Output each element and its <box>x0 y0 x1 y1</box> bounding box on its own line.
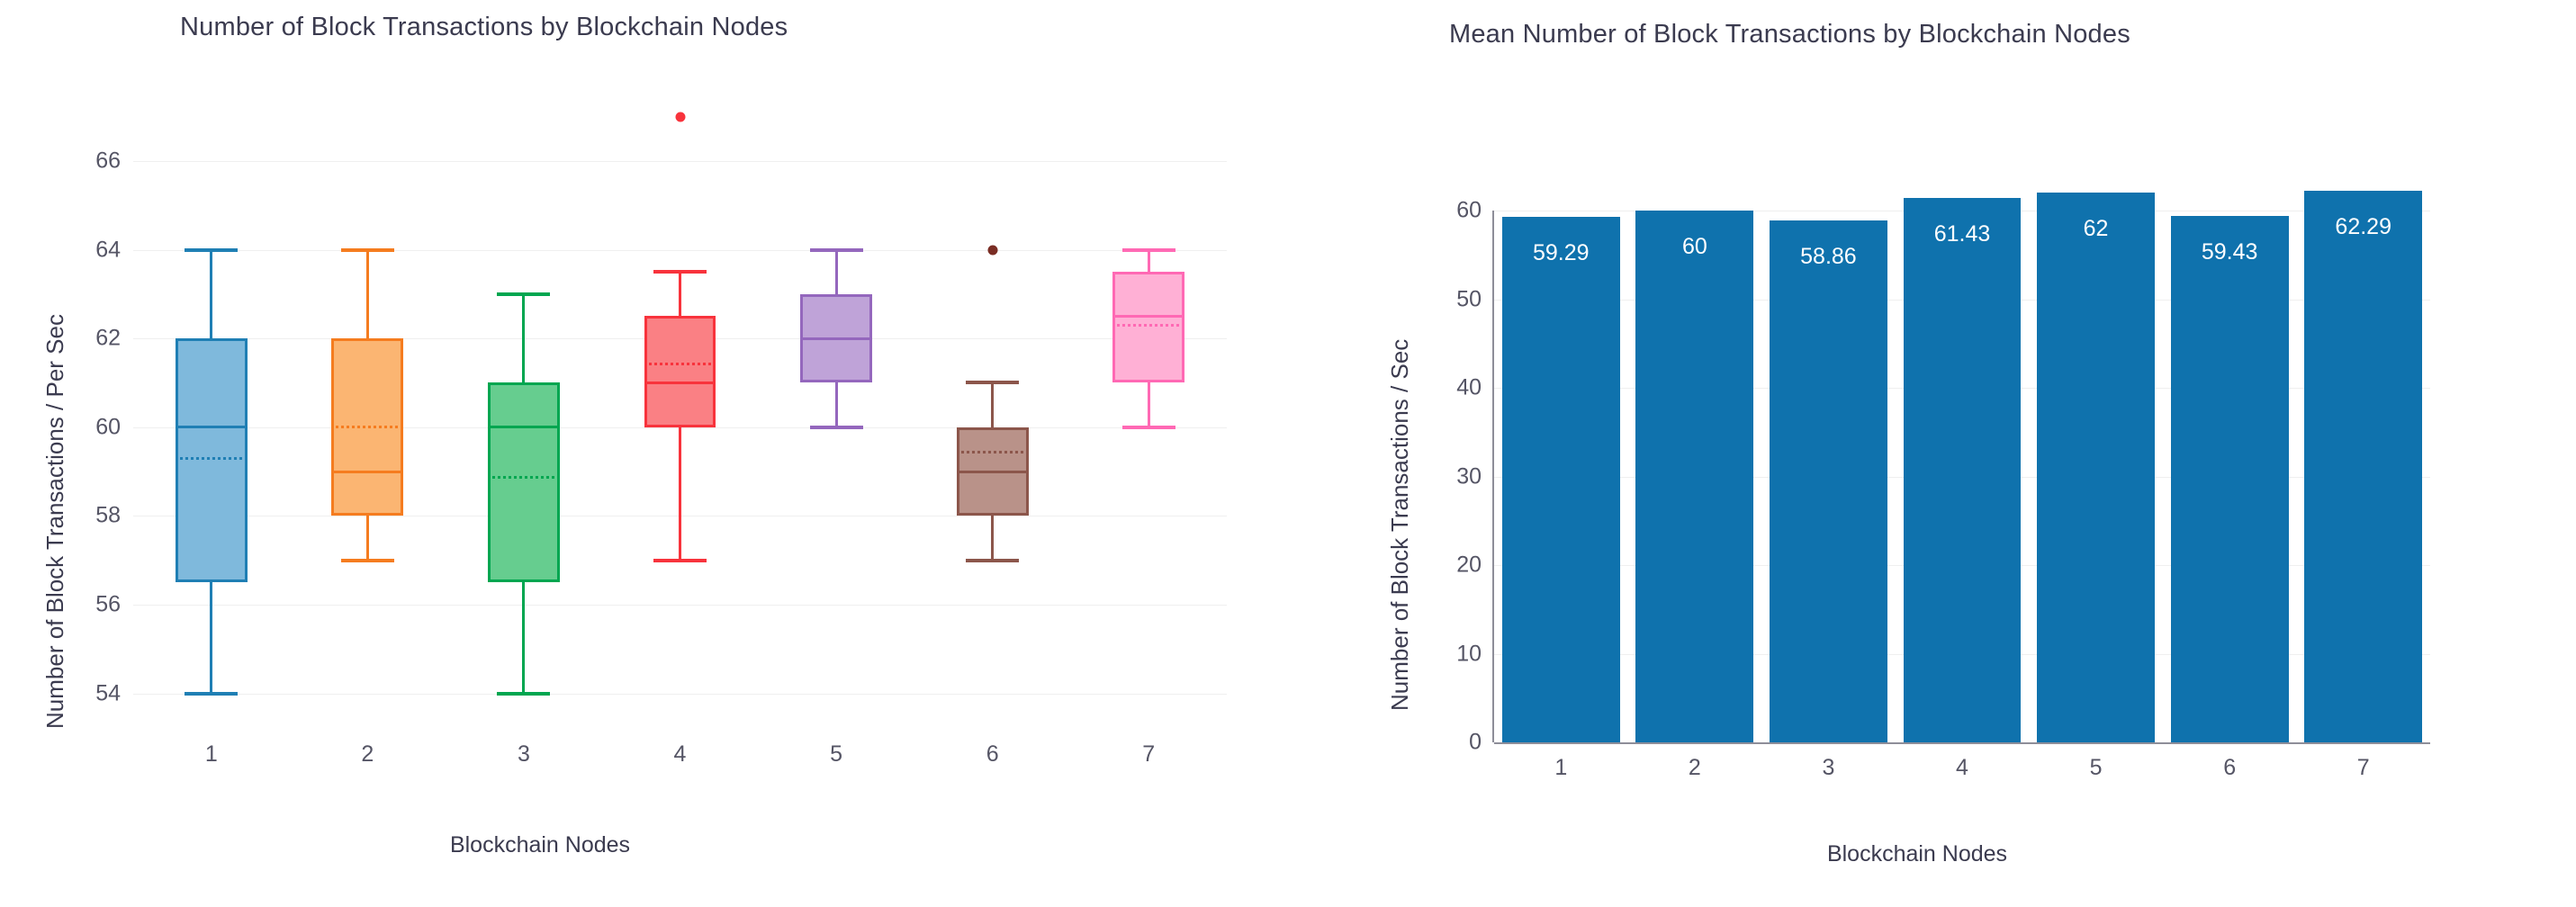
box-mean-line <box>644 362 716 365</box>
x-axis-tick-label: 7 <box>2356 755 2370 780</box>
box-whisker-cap-upper <box>966 381 1020 385</box>
box-median-line <box>956 470 1029 473</box>
bar-value-label: 58.86 <box>1800 244 1857 270</box>
box-iqr-rect <box>488 382 560 583</box>
x-axis-tick-label: 1 <box>204 741 218 767</box>
gridline <box>133 160 1227 162</box>
box-median-line <box>331 470 404 473</box>
box-whisker-cap-lower <box>185 691 239 696</box>
box-whisker-cap-lower <box>340 558 394 562</box>
gridline <box>133 604 1227 606</box>
box-mean-line <box>175 457 248 461</box>
box-median-line <box>1112 314 1185 318</box>
box-whisker-cap-upper <box>340 247 394 252</box>
y-axis-line <box>1492 211 1494 742</box>
box-mean-line <box>956 451 1029 454</box>
y-axis-tick-label: 30 <box>1456 463 1482 489</box>
y-axis-tick-label: 62 <box>95 325 121 351</box>
y-axis-tick-label: 66 <box>95 148 121 174</box>
x-axis-tick-label: 4 <box>673 741 687 767</box>
x-axis-tick-label: 5 <box>2089 755 2103 780</box>
bar-value-label: 62.29 <box>2335 213 2391 239</box>
y-axis-tick-label: 60 <box>1456 197 1482 223</box>
x-axis-tick-label: 2 <box>361 741 374 767</box>
bar-value-label: 59.29 <box>1533 240 1590 266</box>
barchart-panel: Mean Number of Block Transactions by Blo… <box>1287 0 2576 907</box>
y-axis-tick-label: 40 <box>1456 374 1482 400</box>
x-axis-baseline <box>1494 742 2430 744</box>
box-whisker-cap-upper <box>1121 247 1175 252</box>
box-whisker-cap-lower <box>966 558 1020 562</box>
bar <box>2170 215 2289 742</box>
y-axis-tick-label: 58 <box>95 502 121 528</box>
y-axis-tick-label: 56 <box>95 591 121 617</box>
boxplot-title: Number of Block Transactions by Blockcha… <box>180 13 788 41</box>
y-axis-tick-label: 64 <box>95 237 121 262</box>
x-axis-tick-label: 3 <box>517 741 530 767</box>
box-iqr-rect <box>644 316 716 427</box>
y-axis-tick-label: 20 <box>1456 552 1482 578</box>
x-axis-tick-label: 2 <box>1688 755 1701 780</box>
bar <box>1903 198 2022 742</box>
box-median-line <box>488 426 560 429</box>
y-axis-tick-label: 54 <box>95 680 121 706</box>
y-axis-tick-label: 60 <box>95 414 121 440</box>
bar <box>1635 211 1754 742</box>
barchart-y-axis-label: Number of Block Transactions / Sec <box>1386 338 1413 711</box>
bar-value-label: 60 <box>1681 234 1707 260</box>
x-axis-tick-label: 7 <box>1142 741 1156 767</box>
box-mean-line <box>800 337 872 340</box>
x-axis-tick-label: 5 <box>830 741 843 767</box>
box-whisker-cap-lower <box>1121 425 1175 429</box>
boxplot-y-axis-label: Number of Block Transactions / Per Sec <box>41 314 68 729</box>
box-median-line <box>175 426 248 429</box>
bar-value-label: 59.43 <box>2201 238 2258 265</box>
gridline <box>133 249 1227 251</box>
box-whisker-cap-lower <box>497 691 551 696</box>
box-mean-line <box>1112 324 1185 328</box>
x-axis-tick-label: 3 <box>1822 755 1835 780</box>
x-axis-tick-label: 6 <box>2223 755 2237 780</box>
box-mean-line <box>331 426 404 429</box>
x-axis-tick-label: 1 <box>1554 755 1568 780</box>
bar-value-label: 61.43 <box>1933 221 1991 247</box>
barchart-plot-area: 0 10 20 30 40 50 60 59.29 1 60 2 58.86 3 61.43 4 62 5 59.… <box>1456 157 2430 780</box>
box-whisker-cap-upper <box>653 270 707 274</box>
box-iqr-rect <box>175 338 248 583</box>
y-axis-tick-label: 50 <box>1456 286 1482 312</box>
barchart-x-axis-label: Blockchain Nodes <box>1826 841 2008 867</box>
box-outlier-point <box>675 112 685 122</box>
bar <box>1501 217 1620 742</box>
bar <box>2037 193 2155 742</box>
box-whisker-cap-upper <box>809 247 863 252</box>
box-outlier-point <box>987 245 998 255</box>
x-axis-tick-label: 4 <box>1956 755 1968 780</box>
box-median-line <box>644 381 716 384</box>
x-axis-tick-label: 6 <box>986 741 999 767</box>
box-iqr-rect <box>1112 272 1185 383</box>
box-whisker-cap-upper <box>185 247 239 252</box>
bar-value-label: 62 <box>2083 216 2109 242</box>
gridline <box>133 693 1227 695</box>
y-axis-tick-label: 10 <box>1456 641 1482 666</box>
boxplot-panel: Number of Block Transactions by Blockcha… <box>0 0 1287 907</box>
bar <box>2304 190 2423 742</box>
bar <box>1770 220 1887 742</box>
box-whisker-cap-upper <box>497 292 551 296</box>
barchart-title: Mean Number of Block Transactions by Blo… <box>1449 20 2130 49</box>
y-axis-tick-label: 0 <box>1469 729 1482 755</box>
boxplot-x-axis-label: Blockchain Nodes <box>449 832 631 858</box>
box-mean-line <box>488 476 560 480</box>
box-whisker-cap-lower <box>653 558 707 562</box>
box-whisker-cap-lower <box>809 425 863 429</box>
